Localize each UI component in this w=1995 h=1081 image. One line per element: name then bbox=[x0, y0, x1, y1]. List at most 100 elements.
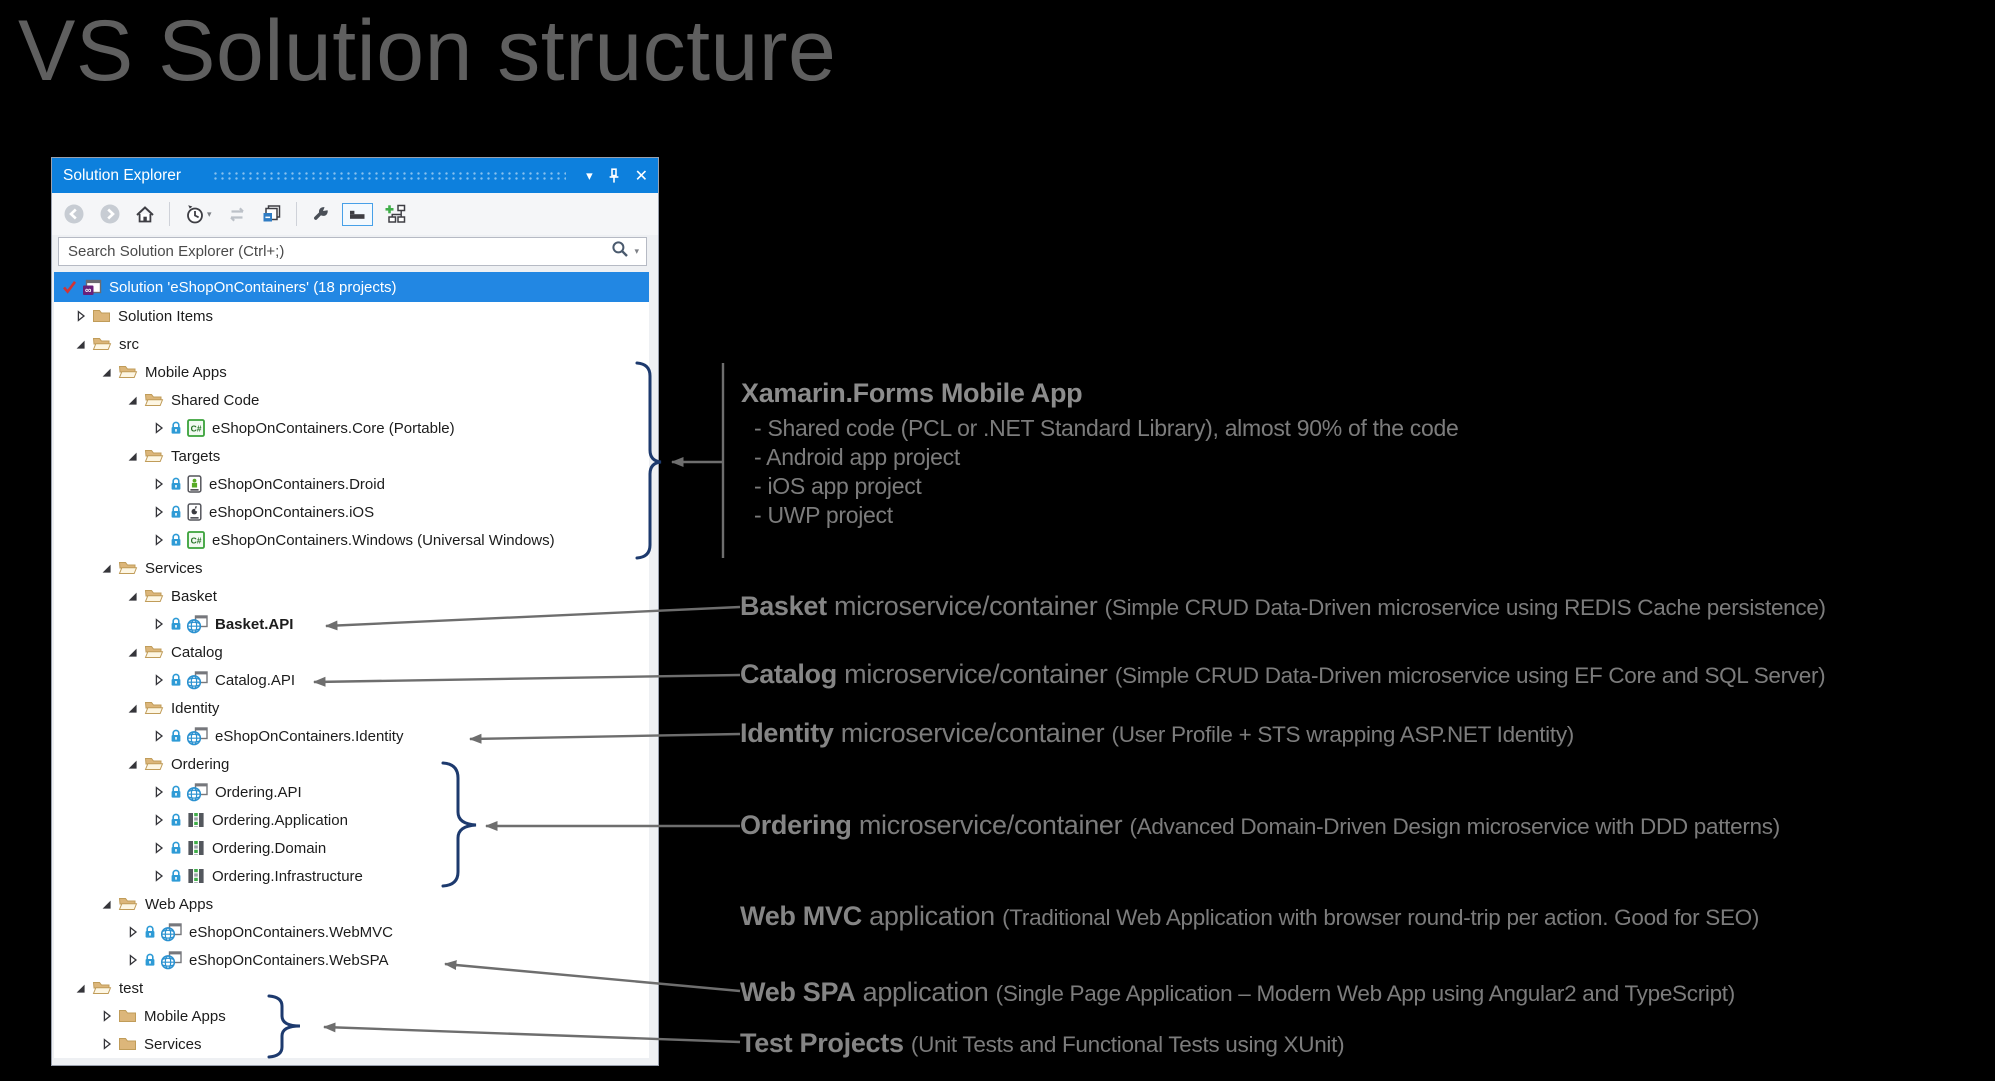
expander-collapsed-icon[interactable] bbox=[152, 870, 165, 882]
expander-collapsed-icon[interactable] bbox=[152, 478, 165, 490]
pin-icon[interactable] bbox=[608, 167, 620, 184]
tree-item-ordering-application[interactable]: Ordering.Application bbox=[54, 806, 649, 834]
expander-collapsed-icon[interactable] bbox=[152, 674, 165, 686]
annotation-xamarin-item: - Android app project bbox=[754, 444, 960, 470]
expander-collapsed-icon[interactable] bbox=[152, 842, 165, 854]
solution-explorer-titlebar[interactable]: Solution Explorer ▾ ✕ bbox=[52, 158, 658, 193]
expander-collapsed-icon[interactable] bbox=[126, 954, 139, 966]
expander-collapsed-icon[interactable] bbox=[152, 534, 165, 546]
expander-expanded-icon[interactable] bbox=[126, 395, 139, 406]
solution-toolbar: ▾ bbox=[52, 193, 658, 235]
chevron-down-icon[interactable]: ▾ bbox=[586, 167, 593, 183]
expander-collapsed-icon[interactable] bbox=[152, 618, 165, 630]
search-icon[interactable] bbox=[611, 240, 629, 263]
expander-collapsed-icon[interactable] bbox=[74, 310, 87, 322]
lock-icon bbox=[170, 505, 182, 519]
tree-item-web-apps[interactable]: Web Apps bbox=[54, 890, 649, 918]
expander-collapsed-icon[interactable] bbox=[100, 1010, 113, 1022]
back-icon[interactable] bbox=[60, 201, 88, 227]
close-icon[interactable]: ✕ bbox=[634, 167, 648, 185]
expander-collapsed-icon[interactable] bbox=[152, 814, 165, 826]
tree-item-eshoponcontainers-windows-universal-windows[interactable]: C# eShopOnContainers.Windows (Universal W… bbox=[54, 526, 649, 554]
tree-item-catalog[interactable]: Catalog bbox=[54, 638, 649, 666]
expander-expanded-icon[interactable] bbox=[74, 339, 87, 350]
expander-expanded-icon[interactable] bbox=[126, 759, 139, 770]
tree-item-label: test bbox=[119, 979, 144, 997]
library-icon bbox=[187, 811, 205, 829]
expander-expanded-icon[interactable] bbox=[126, 591, 139, 602]
history-icon[interactable]: ▾ bbox=[181, 202, 215, 226]
folder-open-icon bbox=[144, 392, 164, 408]
annotation-catalog: Catalog microservice/container (Simple C… bbox=[740, 659, 1826, 689]
expander-collapsed-icon[interactable] bbox=[152, 786, 165, 798]
svg-text:C#: C# bbox=[191, 536, 202, 546]
tree-item-solution-eshoponcontainers-18-projects[interactable]: ∞Solution 'eShopOnContainers' (18 projec… bbox=[54, 272, 649, 302]
tree-item-test[interactable]: test bbox=[54, 974, 649, 1002]
expander-collapsed-icon[interactable] bbox=[152, 730, 165, 742]
tree-item-ordering[interactable]: Ordering bbox=[54, 750, 649, 778]
properties-icon[interactable] bbox=[308, 202, 334, 226]
tree-item-shared-code[interactable]: Shared Code bbox=[54, 386, 649, 414]
folder-closed-icon bbox=[92, 308, 111, 324]
tree-item-label: Ordering.Infrastructure bbox=[212, 867, 363, 885]
search-options-chevron-icon[interactable]: ▾ bbox=[634, 246, 639, 256]
search-input[interactable] bbox=[59, 242, 612, 261]
tree-item-eshoponcontainers-droid[interactable]: eShopOnContainers.Droid bbox=[54, 470, 649, 498]
expander-collapsed-icon[interactable] bbox=[100, 1038, 113, 1050]
library-icon bbox=[187, 839, 205, 857]
sync-with-active-document-icon[interactable] bbox=[381, 202, 410, 226]
annotation-basket: Basket microservice/container (Simple CR… bbox=[740, 591, 1826, 621]
tree-item-ordering-domain[interactable]: Ordering.Domain bbox=[54, 834, 649, 862]
lock-icon bbox=[170, 477, 182, 491]
tree-item-label: eShopOnContainers.Windows (Universal Win… bbox=[212, 531, 555, 549]
preview-selected-items-icon[interactable] bbox=[341, 202, 373, 226]
tree-item-ordering-infrastructure[interactable]: Ordering.Infrastructure bbox=[54, 862, 649, 890]
tree-item-eshoponcontainers-identity[interactable]: eShopOnContainers.Identity bbox=[54, 722, 649, 750]
expander-collapsed-icon[interactable] bbox=[126, 926, 139, 938]
lock-icon bbox=[170, 673, 182, 687]
tree-item-label: Mobile Apps bbox=[144, 1007, 226, 1025]
collapse-all-icon[interactable] bbox=[259, 202, 285, 226]
tree-item-ordering-api[interactable]: Ordering.API bbox=[54, 778, 649, 806]
expander-collapsed-icon[interactable] bbox=[152, 506, 165, 518]
expander-expanded-icon[interactable] bbox=[100, 563, 113, 574]
home-icon[interactable] bbox=[132, 203, 158, 226]
expander-expanded-icon[interactable] bbox=[74, 983, 87, 994]
tree-item-mobile-apps[interactable]: Mobile Apps bbox=[54, 358, 649, 386]
tree-item-eshoponcontainers-webspa[interactable]: eShopOnContainers.WebSPA bbox=[54, 946, 649, 974]
sync-icon[interactable] bbox=[223, 204, 251, 225]
lock-icon bbox=[144, 953, 156, 967]
tree-item-catalog-api[interactable]: Catalog.API bbox=[54, 666, 649, 694]
tree-item-label: Ordering.Application bbox=[212, 811, 348, 829]
tree-item-mobile-apps[interactable]: Mobile Apps bbox=[54, 1002, 649, 1030]
tree-item-solution-items[interactable]: Solution Items bbox=[54, 302, 649, 330]
expander-collapsed-icon[interactable] bbox=[152, 422, 165, 434]
lock-icon bbox=[170, 421, 182, 435]
expander-expanded-icon[interactable] bbox=[126, 647, 139, 658]
tree-item-eshoponcontainers-ios[interactable]: eShopOnContainers.iOS bbox=[54, 498, 649, 526]
tree-item-label: Solution Items bbox=[118, 307, 214, 325]
tree-item-basket-api[interactable]: Basket.API bbox=[54, 610, 649, 638]
tree-item-eshoponcontainers-webmvc[interactable]: eShopOnContainers.WebMVC bbox=[54, 918, 649, 946]
expander-expanded-icon[interactable] bbox=[100, 367, 113, 378]
tree-item-services[interactable]: Services bbox=[54, 554, 649, 582]
tree-item-label: eShopOnContainers.Droid bbox=[209, 475, 385, 493]
tree-item-identity[interactable]: Identity bbox=[54, 694, 649, 722]
tree-item-src[interactable]: src bbox=[54, 330, 649, 358]
expander-expanded-icon[interactable] bbox=[126, 451, 139, 462]
tree-item-basket[interactable]: Basket bbox=[54, 582, 649, 610]
tree-item-services[interactable]: Services bbox=[54, 1030, 649, 1058]
web-icon bbox=[161, 922, 182, 942]
folder-open-icon bbox=[144, 588, 164, 604]
web-icon bbox=[187, 782, 208, 802]
annotation-xamarin-title: Xamarin.Forms Mobile App bbox=[741, 378, 1083, 408]
folder-closed-icon bbox=[118, 1008, 137, 1024]
tree-item-label: Services bbox=[145, 559, 203, 577]
forward-icon[interactable] bbox=[96, 201, 124, 227]
tree-item-eshoponcontainers-core-portable[interactable]: C#eShopOnContainers.Core (Portable) bbox=[54, 414, 649, 442]
tree-item-label: Basket.API bbox=[215, 615, 294, 633]
annotation-ordering: Ordering microservice/container (Advance… bbox=[740, 810, 1780, 840]
expander-expanded-icon[interactable] bbox=[100, 899, 113, 910]
tree-item-targets[interactable]: Targets bbox=[54, 442, 649, 470]
expander-expanded-icon[interactable] bbox=[126, 703, 139, 714]
